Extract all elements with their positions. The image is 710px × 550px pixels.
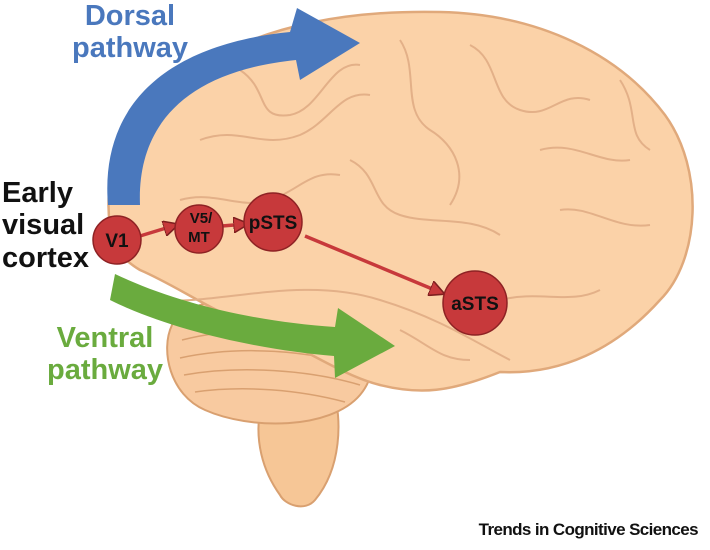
ventral-label-line1: Ventral: [56, 322, 154, 354]
ventral-label-line2: pathway: [46, 354, 164, 387]
psts-to-asts-arrow: [304, 234, 442, 293]
early-label-line2: visual: [2, 209, 85, 242]
asts-label: aSTS: [451, 294, 499, 315]
dorsal-pathway-arrow: [107, 8, 360, 205]
v5-mt-node: [174, 204, 224, 254]
psts-node: [243, 192, 303, 252]
v1-to-v5-arrow: [139, 225, 176, 238]
psts-label: pSTS: [249, 213, 298, 234]
v5-mt-label-line1: V5/: [190, 210, 213, 227]
early-label-line1: Early: [2, 177, 73, 209]
dorsal-pathway-label: Dorsal pathway: [60, 0, 200, 65]
asts-node: [442, 270, 508, 336]
journal-credit: Trends in Cognitive Sciences: [478, 520, 699, 539]
early-visual-cortex-label: Early visual cortex: [2, 177, 102, 274]
ventral-pathway-arrow: [110, 274, 395, 378]
ventral-pathway-label: Ventral pathway: [40, 322, 170, 387]
v5-mt-label-line2: MT: [188, 229, 210, 246]
v1-label: V1: [105, 231, 129, 252]
cerebrum: [107, 10, 694, 392]
dorsal-label-line1: Dorsal: [84, 0, 176, 32]
dorsal-label-line2: pathway: [71, 32, 189, 65]
v1-node: [92, 215, 142, 265]
early-label-line3: cortex: [2, 241, 90, 274]
v5-to-psts-arrow: [221, 224, 246, 226]
